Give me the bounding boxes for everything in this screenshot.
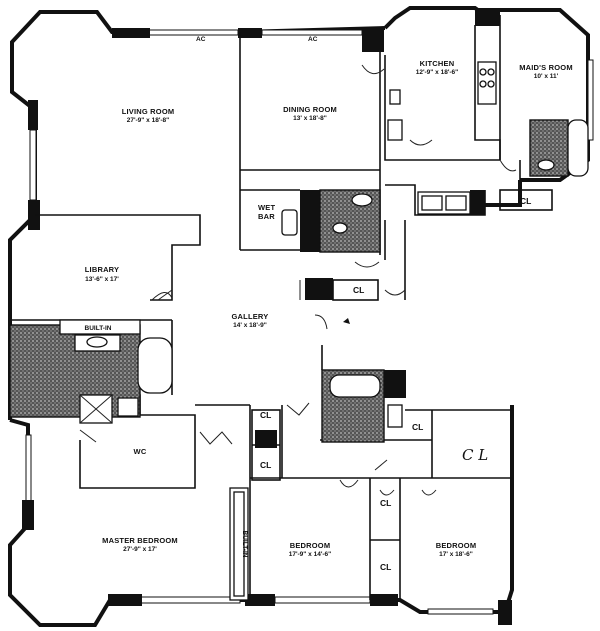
room-name-bedroom-3: BEDROOM xyxy=(436,541,477,550)
room-name-library: LIBRARY xyxy=(85,265,119,274)
closet-label: CL xyxy=(380,562,391,572)
handwritten-closet-note: C L xyxy=(462,446,488,464)
built-in-label: BUILT-IN xyxy=(241,531,248,558)
exterior-walls: AC AC xyxy=(8,6,594,627)
wet-bar-label: BAR xyxy=(258,212,275,221)
fixtures xyxy=(9,61,589,601)
closet-label: CL xyxy=(380,498,391,508)
closet-label: CL xyxy=(260,410,271,420)
closet-label: CL xyxy=(412,422,423,432)
room-name-gallery: GALLERY xyxy=(232,312,269,321)
room-name-living: LIVING ROOM xyxy=(122,107,175,116)
room-dim-kitchen: 12'-9" x 18'-6" xyxy=(416,69,459,76)
closet-label: CL xyxy=(260,460,271,470)
closet-label: CL xyxy=(520,196,531,206)
ac-label: AC xyxy=(308,36,318,43)
room-name-maids: MAID'S ROOM xyxy=(519,63,573,72)
room-name-kitchen: KITCHEN xyxy=(420,59,455,68)
interior-walls xyxy=(10,15,521,600)
room-dim-master: 27'-9" x 17' xyxy=(123,546,157,553)
closet-label: CL xyxy=(353,285,364,295)
ac-label: AC xyxy=(196,36,206,43)
room-dim-bedroom-3: 17' x 18'-6" xyxy=(439,551,473,558)
room-dim-dining: 13' x 18'-8" xyxy=(293,115,327,122)
room-dim-living: 27'-9" x 18'-8" xyxy=(127,117,170,124)
room-labels: LIVING ROOM 27'-9" x 18'-8" DINING ROOM … xyxy=(85,59,573,572)
room-dim-maids: 10' x 11' xyxy=(534,73,559,80)
room-dim-bedroom-2: 17'-9" x 14'-6" xyxy=(289,551,332,558)
room-dim-library: 13'-6" x 17' xyxy=(85,276,119,283)
wet-bar-label: WET xyxy=(258,203,275,212)
door-swings xyxy=(79,64,517,496)
room-dim-gallery: 14' x 18'-9" xyxy=(233,322,267,329)
room-name-master: MASTER BEDROOM xyxy=(102,536,178,545)
wc-label: WC xyxy=(134,447,147,456)
room-name-dining: DINING ROOM xyxy=(283,105,337,114)
built-in-label: BUILT-IN xyxy=(85,325,112,332)
room-name-bedroom-2: BEDROOM xyxy=(290,541,331,550)
